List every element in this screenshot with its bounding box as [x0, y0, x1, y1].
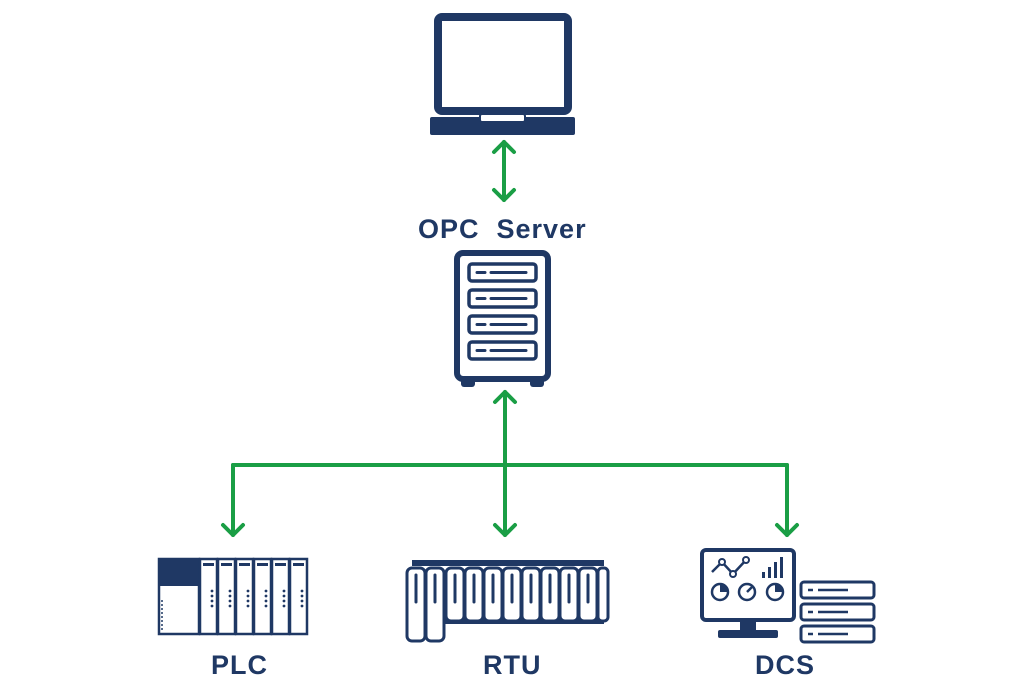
opc-server-label: OPC Server	[418, 214, 587, 244]
connector-server-plc	[221, 463, 245, 537]
connector-server-dcs	[775, 463, 799, 537]
plc-label: PLC	[211, 650, 268, 680]
server-unit-2	[467, 288, 538, 309]
rtu-module-icon	[405, 560, 610, 643]
plc-module-icon	[157, 557, 309, 636]
server-rack-icon	[454, 250, 551, 387]
dcs-label: DCS	[755, 650, 816, 680]
server-unit-4	[467, 340, 538, 361]
laptop-icon	[430, 13, 575, 135]
rtu-label: RTU	[483, 650, 542, 680]
connector-server-branches	[231, 390, 789, 537]
connector-laptop-server	[492, 140, 516, 202]
server-unit-1	[467, 262, 538, 283]
connector-server-rtu	[493, 523, 517, 537]
server-unit-3	[467, 314, 538, 335]
dcs-monitor-icon	[700, 548, 876, 644]
